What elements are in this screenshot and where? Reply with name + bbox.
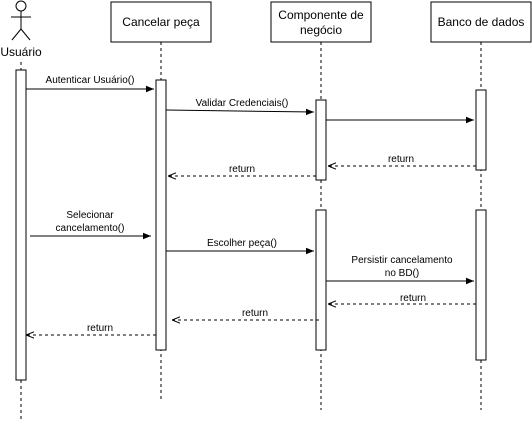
message-autenticar-usuario: Autenticar Usuário()	[26, 75, 154, 93]
activation-banco-2	[475, 209, 487, 361]
message-label: return	[87, 323, 113, 334]
message-label: return	[388, 154, 414, 165]
message-return-user: return	[26, 323, 156, 335]
message-selecionar-cancelamento: Selecionar cancelamento()	[30, 210, 151, 240]
message-escolher-peca: Escolher peça()	[166, 238, 314, 255]
participant-cancelar-peca: Cancelar peça	[110, 1, 212, 43]
participant-label: Cancelar peça	[122, 15, 200, 29]
message-return-database: return	[328, 154, 476, 166]
participant-componente-negocio: Componente de negócio	[270, 1, 372, 43]
activation-cancelar-peca	[155, 79, 167, 351]
message-label: Escolher peça()	[207, 238, 277, 249]
message-return-component-2: return	[172, 308, 319, 320]
message-return-database-2: return	[328, 293, 476, 304]
message-label: return	[229, 164, 255, 175]
message-persistir-cancelamento: Persistir cancelamento no BD()	[326, 255, 474, 285]
message-return-component: return	[168, 164, 316, 176]
participant-banco-dados: Banco de dados	[430, 1, 532, 43]
message-label: return	[400, 293, 426, 304]
stick-figure-actor-icon	[11, 0, 31, 41]
message-validar-credenciais: Validar Credenciais()	[165, 98, 315, 116]
participant-label: Banco de dados	[438, 15, 525, 29]
activation-componente-1	[315, 99, 327, 181]
participant-label-line-2: negócio	[300, 23, 342, 37]
message-label: Validar Credenciais()	[196, 98, 289, 109]
participant-label-line-1: Componente de	[278, 8, 364, 22]
activation-banco-1	[475, 89, 487, 171]
message-label-line-2: no BD()	[385, 268, 419, 279]
message-label: Autenticar Usuário()	[46, 75, 135, 86]
activation-usuario	[15, 69, 27, 381]
activation-componente-2	[315, 209, 327, 351]
message-label: return	[242, 308, 268, 319]
message-label-line-2: cancelamento()	[56, 223, 125, 234]
message-label-line-1: Selecionar	[66, 210, 114, 221]
message-label-line-1: Persistir cancelamento	[351, 255, 453, 266]
actor-name: Usuário	[0, 45, 42, 59]
